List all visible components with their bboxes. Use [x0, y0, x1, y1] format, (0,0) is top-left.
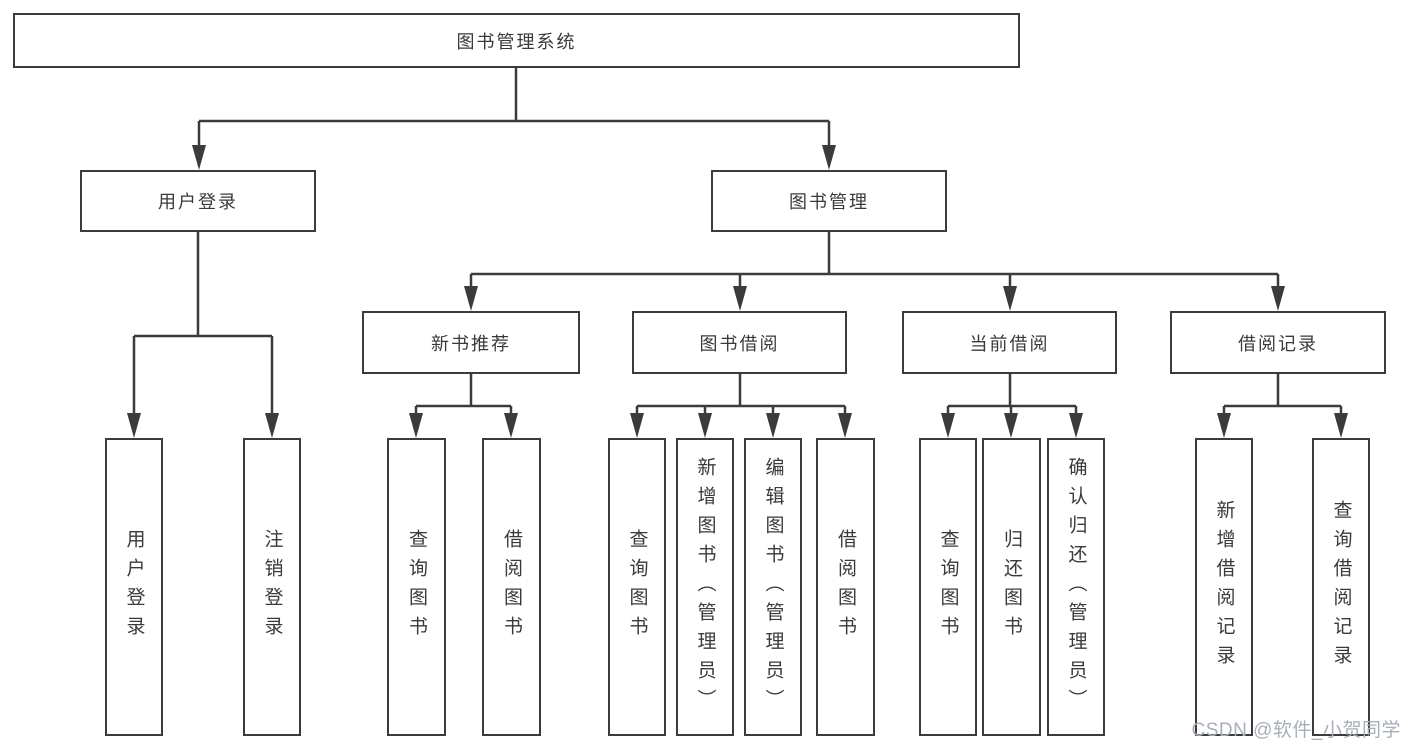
arrowhead — [1271, 286, 1285, 311]
leaf-add-book-admin: 新增图书（管理员） — [676, 438, 734, 736]
node-user-login: 用户登录 — [80, 170, 316, 232]
connector-lines — [132, 68, 1343, 418]
arrowhead — [698, 413, 712, 438]
arrowhead — [504, 413, 518, 438]
leaf-logout: 注销登录 — [243, 438, 301, 736]
node-book-borrowing: 图书借阅 — [632, 311, 847, 374]
node-new-book-recommendation: 新书推荐 — [362, 311, 580, 374]
arrowhead — [630, 413, 644, 438]
leaf-user-login: 用户登录 — [105, 438, 163, 736]
leaf-confirm-return-admin: 确认归还（管理员） — [1047, 438, 1105, 736]
arrowhead — [822, 145, 836, 170]
arrowhead — [733, 286, 747, 311]
arrowhead — [409, 413, 423, 438]
leaf-borrow-books: 借阅图书 — [482, 438, 541, 736]
arrowhead — [127, 413, 141, 438]
arrowhead — [192, 145, 206, 170]
arrowhead — [1004, 413, 1018, 438]
node-book-management: 图书管理 — [711, 170, 947, 232]
csdn-watermark: CSDN @软件_小贺同学 — [1191, 720, 1401, 741]
arrowhead — [1334, 413, 1348, 438]
arrowhead — [1217, 413, 1231, 438]
arrowhead — [838, 413, 852, 438]
leaf-query-books: 查询图书 — [608, 438, 666, 736]
node-current-borrowing: 当前借阅 — [902, 311, 1117, 374]
arrowhead — [464, 286, 478, 311]
arrowhead — [1003, 286, 1017, 311]
leaf-edit-book-admin: 编辑图书（管理员） — [744, 438, 802, 736]
leaf-query-books: 查询图书 — [919, 438, 977, 736]
arrowhead — [1069, 413, 1083, 438]
arrowhead — [766, 413, 780, 438]
arrowhead — [941, 413, 955, 438]
arrowheads — [127, 145, 1348, 438]
leaf-query-borrow-record: 查询借阅记录 — [1312, 438, 1370, 736]
arrowhead — [265, 413, 279, 438]
leaf-return-book: 归还图书 — [982, 438, 1041, 736]
leaf-borrow-books: 借阅图书 — [816, 438, 875, 736]
node-borrowing-records: 借阅记录 — [1170, 311, 1386, 374]
leaf-add-borrow-record: 新增借阅记录 — [1195, 438, 1253, 736]
leaf-query-books: 查询图书 — [387, 438, 446, 736]
node-library-management-system: 图书管理系统 — [13, 13, 1020, 68]
